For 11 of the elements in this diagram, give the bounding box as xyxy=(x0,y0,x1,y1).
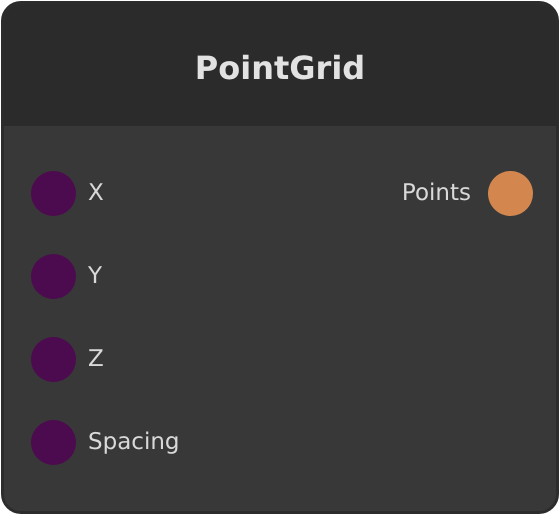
node-title: PointGrid xyxy=(194,48,366,88)
port-label: Points xyxy=(402,179,471,208)
input-port xyxy=(31,336,76,382)
port-label: Z xyxy=(88,345,104,374)
input-port xyxy=(31,420,76,464)
input-port xyxy=(31,170,76,216)
port-label: Y xyxy=(88,262,102,291)
output-port xyxy=(488,170,533,216)
input-port xyxy=(31,254,76,298)
port-label: Spacing xyxy=(88,428,180,457)
port-label: X xyxy=(88,179,104,208)
